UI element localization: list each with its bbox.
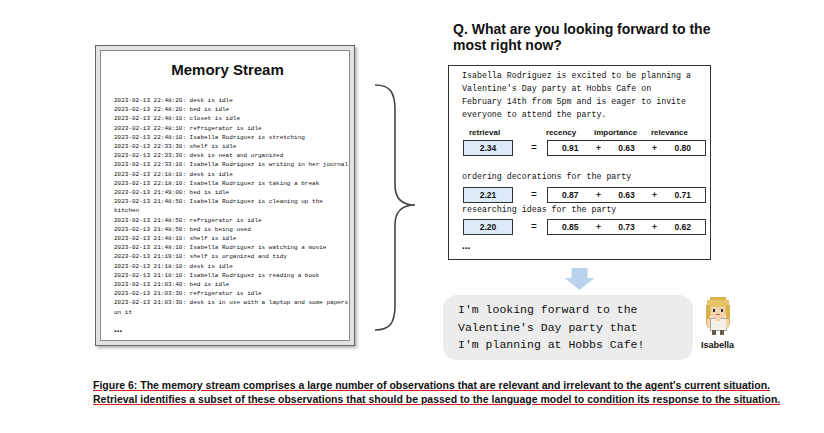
question-heading: Q. What are you looking forward to the m…	[453, 21, 725, 53]
log-entry: 2023-02-13 21:49:00: bed is idle	[114, 188, 350, 197]
log-entry: 2023-02-13 22:48:10: Isabella Rodriguez …	[114, 133, 350, 142]
score-value: 0.85	[562, 222, 579, 232]
log-entry: 2023-02-13 21:48:50: bed is being used	[114, 225, 350, 234]
score-parts-box: 0.87 +0.63 +0.71	[547, 187, 706, 203]
score-value: 0.73	[618, 222, 635, 232]
retrieval-score-box: 2.20	[463, 219, 513, 235]
log-entry: 2023-02-13 21:03:30: desk is in use with…	[114, 298, 350, 316]
ellipsis: ...	[114, 323, 349, 335]
flow-arrow	[565, 268, 595, 290]
equals-sign: =	[531, 187, 537, 203]
log-entry: 2023-02-13 22:33:30: desk is neat and or…	[114, 151, 350, 160]
log-entry: 2023-02-13 21:48:50: Isabella Rodriguez …	[114, 197, 350, 215]
avatar-icon	[706, 297, 730, 335]
log-entry: 2023-02-13 22:18:10: desk is idle	[114, 170, 350, 179]
column-header: relevance	[651, 128, 688, 138]
score-value: 0.91	[562, 143, 579, 153]
retrieval-panel: Q. What are you looking forward to the m…	[448, 65, 711, 260]
retrieval-score-box: 2.21	[463, 187, 513, 203]
score-value: 2.20	[480, 222, 497, 232]
memory-text: researching ideas for the party	[462, 203, 616, 216]
memory-text: ordering decorations for the party	[462, 170, 631, 183]
log-entry: 2023-02-13 22:18:10: Isabella Rodriguez …	[114, 179, 350, 188]
score-parts-box: 0.91 +0.63 +0.80	[547, 140, 706, 156]
log-entry: 2023-02-13 21:19:10: shelf is organized …	[114, 252, 350, 261]
memory-stream-panel: Memory Stream 2023-02-13 22:48:20: desk i…	[95, 45, 355, 346]
log-entry: 2023-02-13 21:03:30: refrigerator is idl…	[114, 289, 350, 298]
score-value: 0.71	[674, 190, 691, 200]
score-value: 0.62	[674, 222, 691, 232]
log-entry: 2023-02-13 22:48:10: closet is idle	[114, 114, 350, 123]
retrieval-score-box: 2.34	[463, 140, 513, 156]
plus-sign: +	[652, 190, 657, 200]
panel-title: Memory Stream	[106, 61, 349, 79]
agent-name: Isabella	[701, 340, 734, 351]
curly-bracket	[375, 85, 415, 330]
log-entry: 2023-02-13 22:33:30: shelf is idle	[114, 142, 350, 151]
column-header: retrieval	[469, 128, 500, 138]
log-entry: 2023-02-13 21:48:50: refrigerator is idl…	[114, 216, 350, 225]
equals-sign: =	[531, 140, 537, 156]
plus-sign: +	[596, 222, 601, 232]
equals-sign: =	[531, 219, 537, 235]
speech-bubble: I'm looking forward to the Valentine's D…	[443, 295, 693, 360]
plus-sign: +	[596, 190, 601, 200]
score-value: 2.34	[480, 143, 497, 153]
log-entry: 2023-02-13 22:48:10: refrigerator is idl…	[114, 124, 350, 133]
score-value: 0.80	[674, 143, 691, 153]
score-value: 0.63	[618, 143, 635, 153]
log-entry: 2023-02-13 22:48:20: desk is idle	[114, 96, 350, 105]
log-entry: 2023-02-13 21:48:10: Isabella Rodriguez …	[114, 243, 350, 252]
log-entry: 2023-02-13 21:18:10: desk is idle	[114, 262, 350, 271]
log-entry: 2023-02-13 22:33:10: Isabella Rodriguez …	[114, 160, 350, 169]
plus-sign: +	[652, 143, 657, 153]
log-entry: 2023-02-13 21:48:10: shelf is idle	[114, 234, 350, 243]
plus-sign: +	[596, 143, 601, 153]
score-value: 0.87	[562, 190, 579, 200]
score-parts-box: 0.85 +0.73 +0.62	[547, 219, 706, 235]
plus-sign: +	[652, 222, 657, 232]
log-entry: 2023-02-13 21:18:10: Isabella Rodriguez …	[114, 271, 350, 280]
reply-text: I'm looking forward to the Valentine's D…	[458, 301, 651, 354]
memory-text: Isabella Rodriguez is excited to be plan…	[462, 69, 694, 121]
log-entry: 2023-02-13 21:03:40: bed is idle	[114, 280, 350, 289]
score-value: 2.21	[480, 190, 497, 200]
log-entry: 2023-02-13 22:48:20: bed is idle	[114, 105, 350, 114]
figure-caption: Figure 6: The memory stream comprises a …	[93, 378, 783, 406]
score-value: 0.63	[618, 190, 635, 200]
column-header: recency	[546, 128, 576, 138]
column-header: importance	[594, 128, 637, 138]
ellipsis: ...	[462, 240, 470, 252]
